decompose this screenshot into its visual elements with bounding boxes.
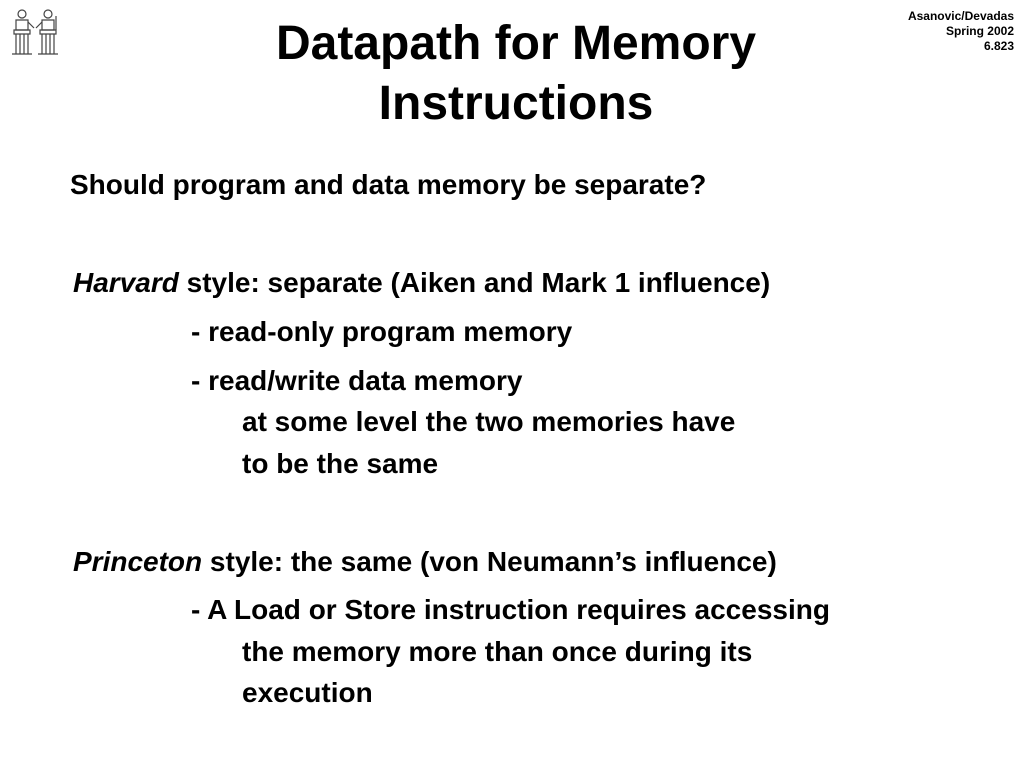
princeton-point: - A Load or Store instruction requires a… — [191, 594, 830, 625]
harvard-point-program-memory: - read-only program memory — [191, 316, 573, 347]
harvard-point-data-memory: - read/write data memory — [191, 365, 523, 396]
course-info: Asanovic/Devadas Spring 2002 6.823 — [908, 9, 1014, 54]
course-number: 6.823 — [983, 39, 1014, 53]
princeton-point-continuation-2: execution — [242, 677, 373, 708]
question-text: Should program and data memory be separa… — [70, 169, 707, 200]
mit-logo-icon — [12, 9, 58, 55]
course-term: Spring 2002 — [945, 24, 1014, 38]
harvard-note-line-1: at some level the two memories have — [242, 406, 736, 437]
princeton-name: Princeton — [73, 546, 203, 577]
harvard-name: Harvard — [73, 267, 179, 298]
harvard-heading: Harvard style: separate (Aiken and Mark … — [73, 267, 770, 299]
slide-title-line-2: Instructions — [378, 77, 654, 130]
course-authors: Asanovic/Devadas — [907, 9, 1014, 23]
princeton-point-continuation-1: the memory more than once during its — [242, 636, 753, 667]
harvard-description: style: separate (Aiken and Mark 1 influe… — [178, 267, 771, 298]
princeton-heading: Princeton style: the same (von Neumann’s… — [73, 546, 777, 578]
slide-title: Datapath for Memory Instructions — [0, 14, 1024, 134]
slide-title-line-1: Datapath for Memory — [275, 17, 757, 70]
harvard-note-line-2: to be the same — [242, 448, 439, 479]
princeton-description: style: the same (von Neumann’s influence… — [202, 546, 777, 577]
